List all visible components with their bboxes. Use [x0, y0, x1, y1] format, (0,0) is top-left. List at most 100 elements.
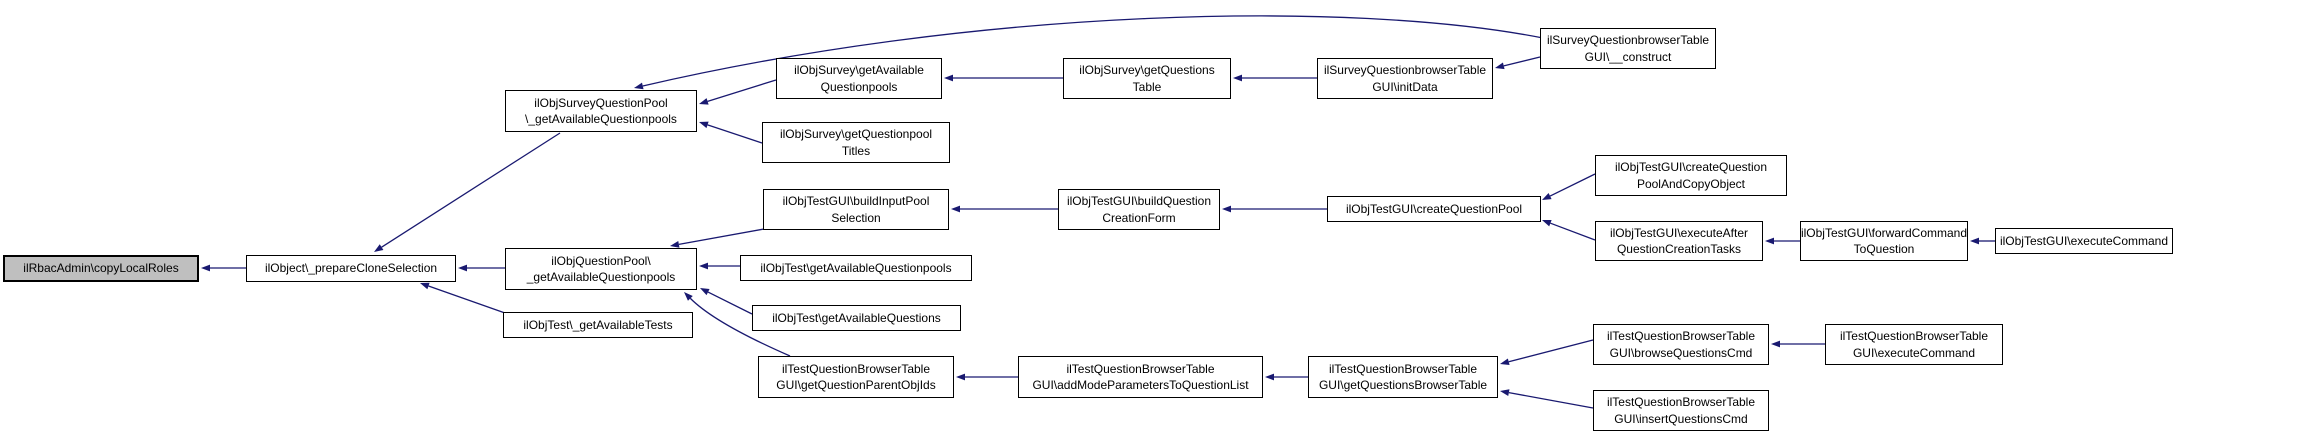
node-label-line: ilSurveyQuestionbrowserTable — [1546, 33, 1710, 48]
node-label-line: GUI\insertQuestionsCmd — [1614, 411, 1748, 426]
node-label-line: Selection — [831, 210, 881, 225]
node-testgui-create-question-pool[interactable]: ilObjTestGUI\createQuestionPool — [1327, 196, 1541, 222]
node-test-get-available-tests[interactable]: ilObjTest\_getAvailableTests — [503, 312, 693, 338]
arrowhead-testgui-create-question-pool--testgui-build-question-creation-form — [1222, 205, 1231, 213]
edge-browser-insert-questions-cmd--browser-get-questions-browser-table — [1508, 391, 1594, 409]
arrowhead-testgui-build-input-pool--qpool-get-available — [670, 241, 680, 248]
node-label-line: ilObjSurvey\getAvailable — [794, 63, 924, 78]
edge-testgui-build-input-pool--qpool-get-available — [678, 228, 765, 246]
arrowhead-browser-get-questions-browser-table--browser-add-mode-params — [1265, 373, 1274, 381]
arrowhead-test-get-available-qpools--qpool-get-available — [699, 262, 708, 270]
arrowhead-testgui-execute-command--testgui-forward-command — [1970, 237, 1979, 245]
arrowhead-browser-execute-command--browser-browse-questions-cmd — [1771, 340, 1780, 348]
node-label-line: QuestionCreationTasks — [1616, 242, 1742, 256]
edge-testgui-create-qpool-copy--testgui-create-question-pool — [1549, 173, 1596, 197]
arrowhead-survey-qpool-get-available--object-prepare-clone-selection — [374, 244, 384, 252]
arrowhead-testgui-execute-after--testgui-create-question-pool — [1542, 219, 1552, 227]
edge-test-get-available-questions--qpool-get-available — [707, 291, 753, 315]
node-label-line: ilTestQuestionBrowserTable — [1328, 361, 1478, 376]
node-label-line: ilObjTest\_getAvailableTests — [523, 317, 673, 332]
node-label-line: GUI\addModeParametersToQuestionList — [1032, 378, 1249, 392]
node-label-line: ilObjTestGUI\executeCommand — [1999, 233, 2169, 248]
arrowhead-testgui-build-question-creation-form--testgui-build-input-pool — [951, 205, 960, 213]
arrowhead-test-get-available-questions--qpool-get-available — [700, 288, 710, 296]
node-survey-qpool-get-available[interactable]: ilObjSurveyQuestionPool\_getAvailableQue… — [505, 90, 697, 132]
edge-survey-get-qpool-titles--survey-qpool-get-available — [707, 124, 763, 144]
node-label-line: ilSurveyQuestionbrowserTable — [1323, 63, 1487, 78]
arrowhead-survey-get-qpool-titles--survey-qpool-get-available — [699, 121, 709, 129]
arrowhead-testgui-create-qpool-copy--testgui-create-question-pool — [1542, 192, 1552, 200]
node-label-line: GUI\getQuestionsBrowserTable — [1318, 378, 1488, 392]
node-label-line: GUI\browseQuestionsCmd — [1609, 345, 1753, 360]
node-label-line: ilTestQuestionBrowserTable — [1839, 329, 1989, 344]
node-qpool-get-available[interactable]: ilObjQuestionPool\_getAvailableQuestionp… — [505, 248, 697, 290]
node-label-line: ilObject\_prepareCloneSelection — [264, 261, 438, 276]
node-label-line: GUI\__construct — [1584, 49, 1672, 64]
node-label-line: ilTestQuestionBrowserTable — [781, 361, 931, 376]
edge-survey-browser-construct--survey-qpool-get-available — [642, 15, 1544, 87]
node-label-line: GUI\getQuestionParentObjIds — [776, 378, 936, 392]
node-label-line: ilRbacAdmin\copyLocalRoles — [23, 261, 179, 276]
arrowhead-survey-browser-construct--survey-qpool-get-available — [634, 82, 644, 90]
node-label-line: Questionpools — [820, 79, 898, 94]
node-label-line: ilTestQuestionBrowserTable — [1066, 361, 1215, 376]
arrowhead-browser-get-question-parent-objids--qpool-get-available — [684, 292, 693, 301]
node-label-line: ilObjTestGUI\createQuestionPool — [1345, 201, 1523, 216]
arrowhead-survey-get-questions-table--survey-get-available-qpools — [944, 74, 953, 82]
node-label-line: PoolAndCopyObject — [1636, 176, 1746, 191]
edge-browser-get-question-parent-objids--qpool-get-available — [689, 297, 791, 357]
node-label-line: ToQuestion — [1853, 242, 1915, 256]
node-rbac-copy-local-roles: ilRbacAdmin\copyLocalRoles — [3, 255, 199, 282]
node-label-line: GUI\executeCommand — [1852, 345, 1976, 360]
node-label-line: GUI\initData — [1372, 79, 1438, 94]
node-label-line: \_getAvailableQuestionpools — [525, 112, 677, 126]
edge-survey-qpool-get-available--object-prepare-clone-selection — [381, 132, 561, 248]
node-label-line: Table — [1132, 79, 1162, 94]
arrowhead-browser-insert-questions-cmd--browser-get-questions-browser-table — [1500, 389, 1510, 396]
arrowhead-test-get-available-tests--object-prepare-clone-selection — [420, 282, 430, 290]
node-test-get-available-qpools[interactable]: ilObjTest\getAvailableQuestionpools — [740, 255, 972, 281]
node-label-line: ilTestQuestionBrowserTable — [1606, 329, 1756, 344]
node-label-line: ilTestQuestionBrowserTable — [1606, 395, 1756, 410]
node-label-line: ilObjQuestionPool\ — [551, 253, 651, 268]
node-label-line: ilObjTestGUI\forwardCommand — [1800, 225, 1968, 240]
arrowhead-qpool-get-available--object-prepare-clone-selection — [458, 264, 467, 272]
node-object-prepare-clone-selection[interactable]: ilObject\_prepareCloneSelection — [246, 255, 456, 282]
node-label-line: CreationForm — [1102, 210, 1176, 225]
node-label-line: ilObjTest\getAvailableQuestions — [772, 310, 941, 325]
node-label-line: ilObjTestGUI\buildInputPool — [782, 194, 930, 209]
arrowhead-survey-browser-init-data--survey-get-questions-table — [1233, 74, 1242, 82]
edge-testgui-execute-after--testgui-create-question-pool — [1550, 222, 1596, 241]
node-label-line: ilObjSurvey\getQuestionpool — [779, 127, 933, 142]
node-label-line: ilObjTestGUI\createQuestion — [1614, 160, 1768, 175]
arrowhead-object-prepare-clone-selection--rbac-copy-local-roles — [201, 264, 210, 272]
node-label-line: ilObjTestGUI\executeAfter — [1609, 225, 1749, 240]
edge-test-get-available-tests--object-prepare-clone-selection — [428, 285, 506, 314]
node-label-line: ilObjTestGUI\buildQuestion — [1066, 194, 1212, 209]
edge-survey-get-available-qpools--survey-qpool-get-available — [707, 79, 777, 102]
node-label-line: Titles — [841, 143, 871, 158]
edge-browser-browse-questions-cmd--browser-get-questions-browser-table — [1508, 339, 1594, 363]
node-test-get-available-questions[interactable]: ilObjTest\getAvailableQuestions — [752, 305, 961, 331]
node-testgui-execute-command[interactable]: ilObjTestGUI\executeCommand — [1995, 228, 2173, 254]
node-label-line: ilObjSurvey\getQuestions — [1079, 63, 1215, 78]
edge-survey-browser-construct--survey-browser-init-data — [1503, 56, 1541, 67]
